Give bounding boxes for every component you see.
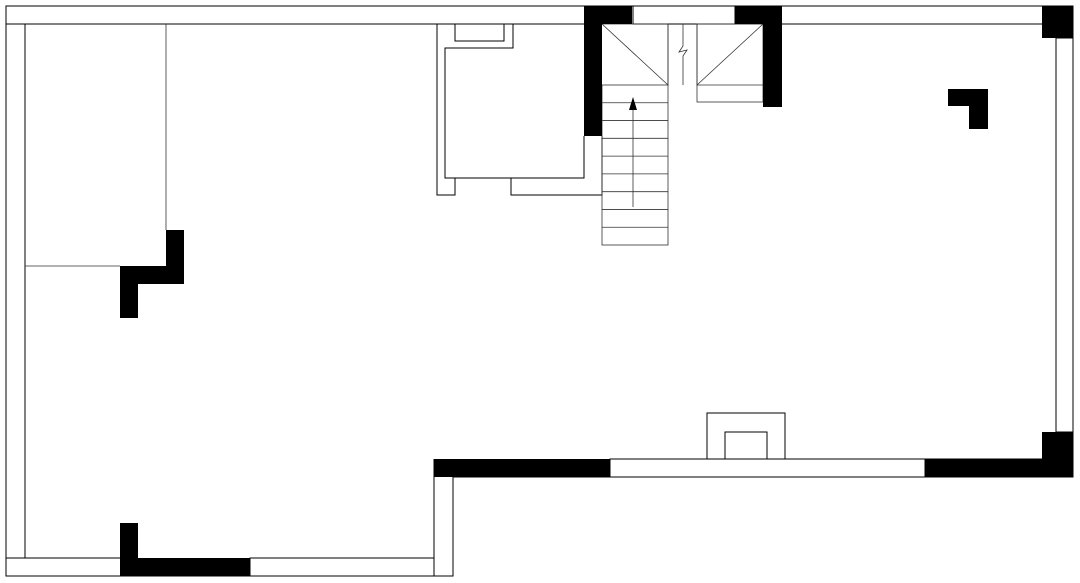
column-north-1 — [584, 6, 632, 24]
wall-south-east-solid — [925, 459, 1042, 477]
column-south-west — [120, 523, 138, 558]
bathroom-fixture — [454, 23, 505, 42]
stair-landing-left — [600, 23, 669, 86]
column-south-east — [1042, 432, 1073, 477]
bathroom-inner-wall — [445, 136, 585, 179]
stair-landing-right-box — [696, 23, 764, 103]
window-west — [5, 23, 26, 559]
exterior-wall-inner-line — [24, 23, 1057, 559]
stair-break-mark — [678, 24, 688, 85]
window-east — [1055, 37, 1074, 433]
bathroom-wall — [436, 24, 514, 196]
window-south-west — [249, 557, 435, 577]
column-interior-l — [948, 89, 988, 129]
stair-landing-right — [696, 23, 765, 86]
bathroom-lower-wall — [510, 136, 603, 196]
window-north-center — [632, 5, 736, 25]
stair-arrow-head — [629, 97, 637, 110]
staircase — [600, 23, 765, 246]
column-north-2 — [735, 6, 782, 24]
south-niche — [706, 412, 786, 459]
window-south-east — [609, 458, 926, 478]
south-niche-inner — [724, 431, 768, 460]
column-north-east — [1042, 6, 1073, 38]
column-left-mid — [120, 230, 184, 318]
stair-run — [601, 84, 669, 246]
wall-south-center-solid — [434, 459, 610, 477]
wall-south-west-solid — [120, 558, 250, 576]
column-north-2-down — [763, 24, 782, 107]
column-north-1-down — [584, 24, 602, 136]
